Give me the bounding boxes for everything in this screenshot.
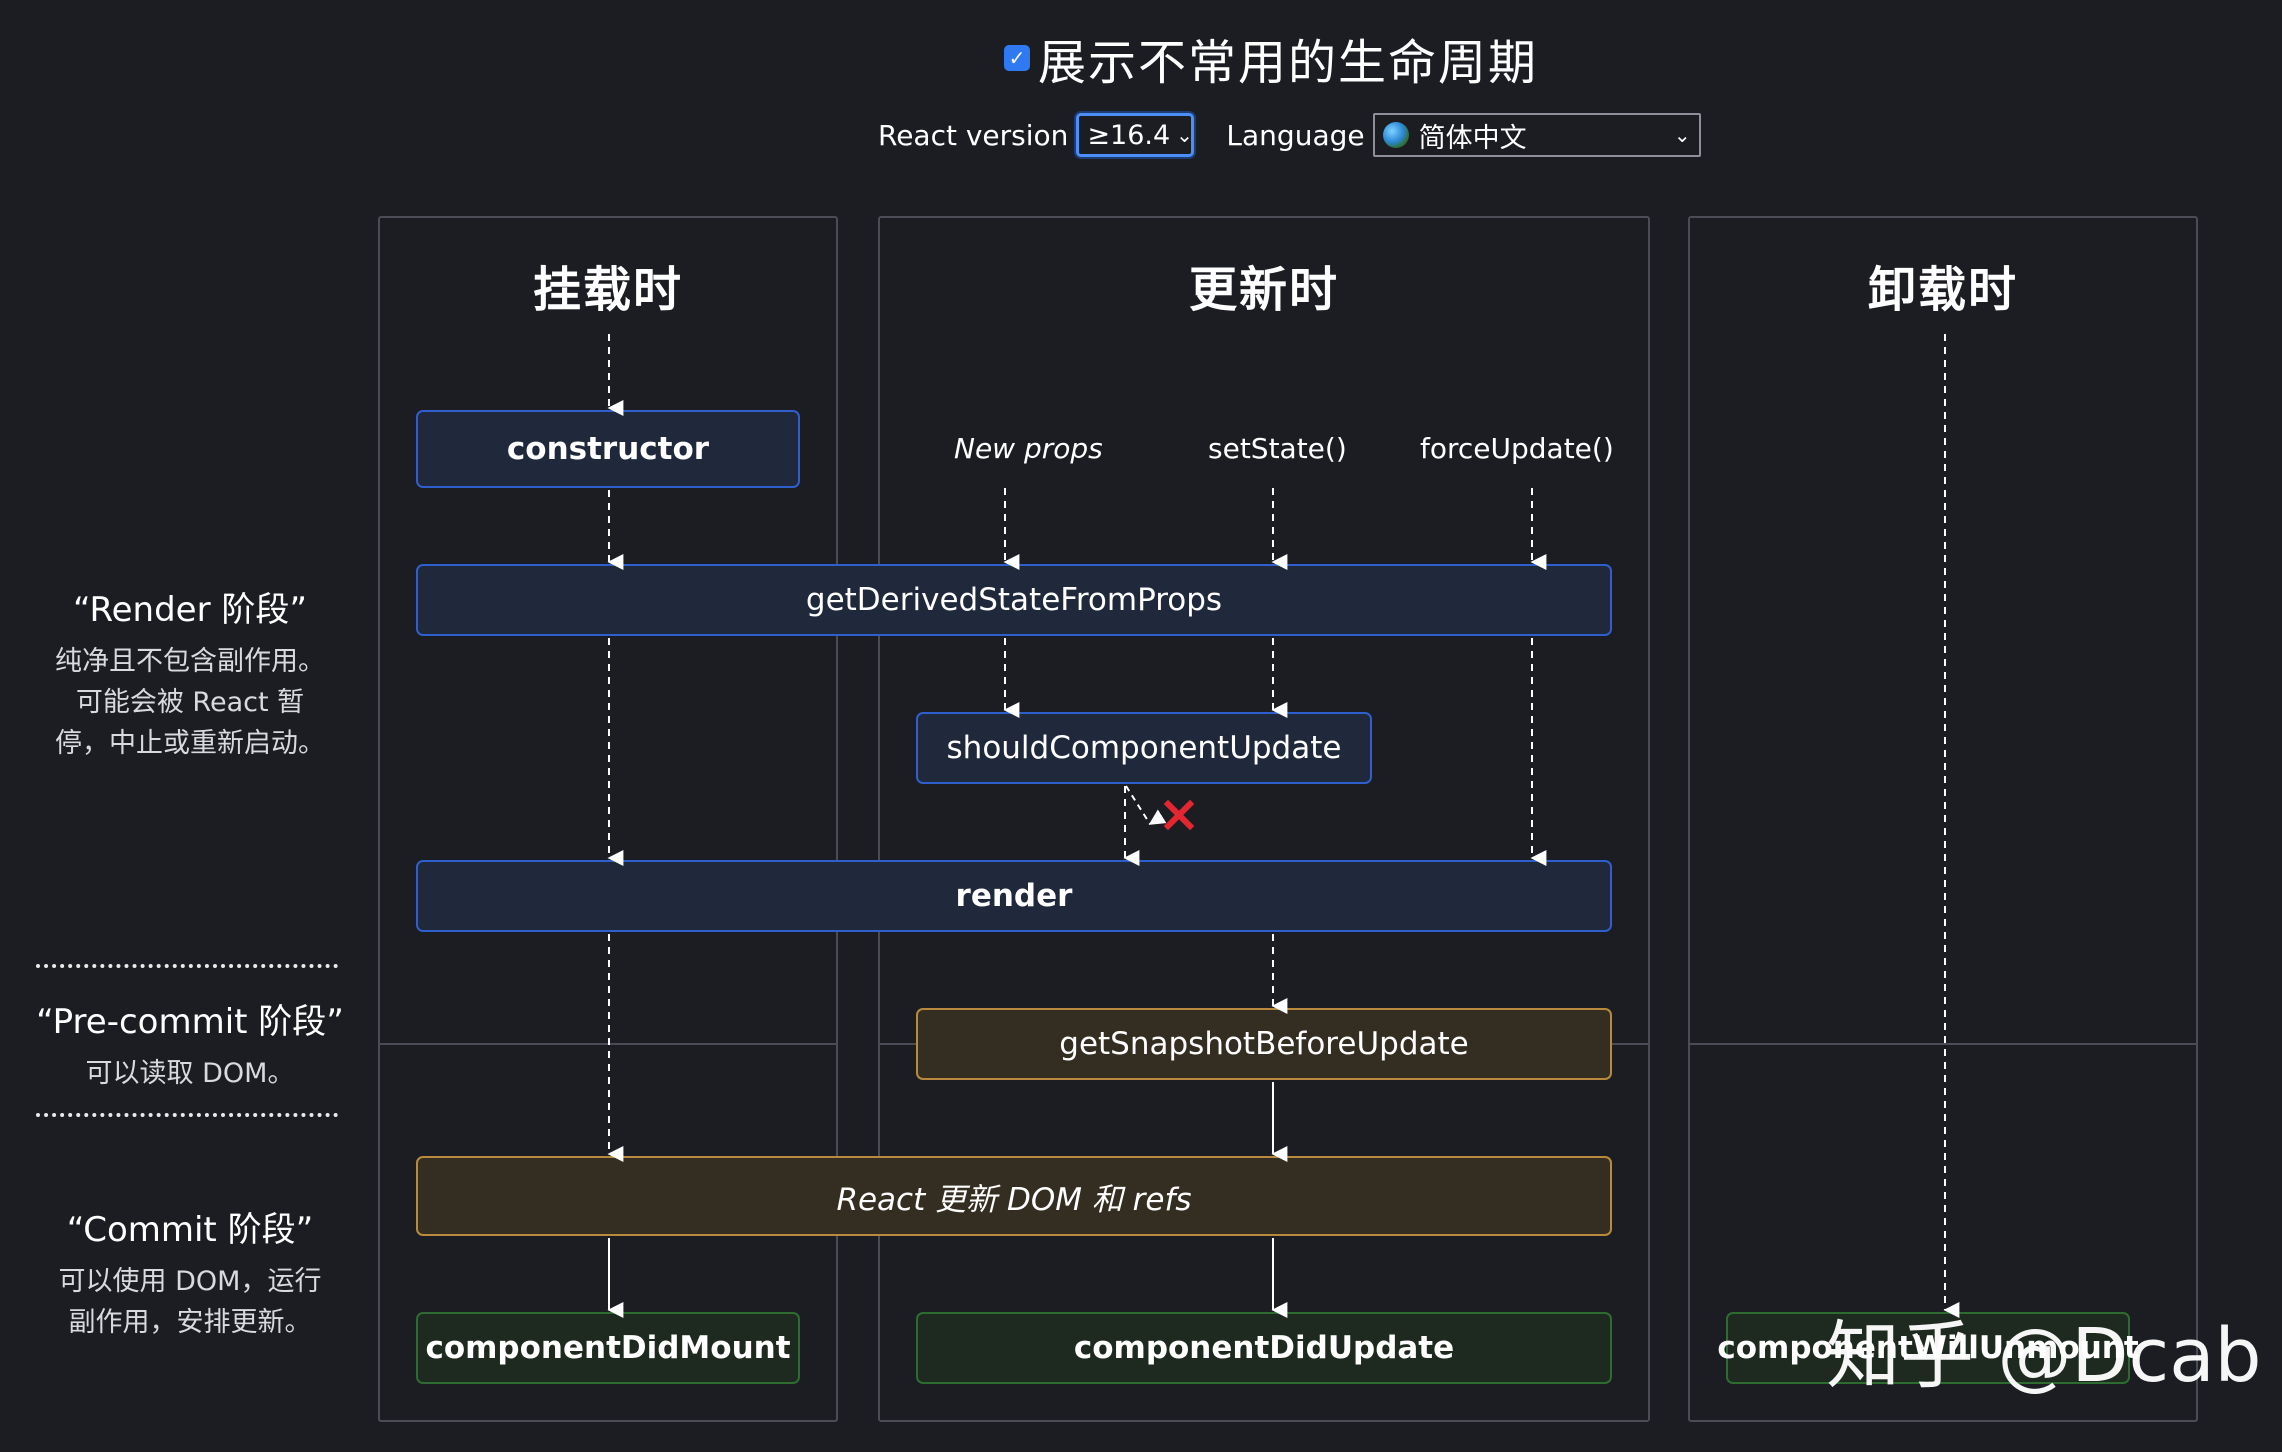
precommit-stage-label: “Pre-commit 阶段” 可以读取 DOM。 <box>20 994 360 1094</box>
commit-stage-desc-2: 副作用，安排更新。 <box>68 1307 312 1338</box>
mount-column-title: 挂载时 <box>532 262 683 318</box>
get-snapshot-box: getSnapshotBeforeUpdate <box>916 1008 1612 1080</box>
render-box: render <box>416 860 1612 932</box>
watermark: 知乎 @Dcab <box>1826 1313 2262 1399</box>
language-label: Language <box>1226 118 1365 152</box>
render-stage-desc-2: 可能会被 React 暂 <box>75 687 305 718</box>
trigger-new-props: New props <box>954 432 1103 465</box>
precommit-stage-title: “Pre-commit 阶段” <box>36 1002 344 1042</box>
render-stage-desc-1: 纯净且不包含副作用。 <box>55 646 325 677</box>
trigger-set-state: setState() <box>1208 432 1347 465</box>
update-column: 更新时 <box>878 216 1650 1422</box>
render-stage-label: “Render 阶段” 纯净且不包含副作用。 可能会被 React 暂 停，中止… <box>20 582 360 764</box>
language-select[interactable]: 简体中文 ⌄ <box>1372 113 1701 157</box>
phase-divider <box>1610 1043 1648 1045</box>
version-label: React version <box>878 118 1069 152</box>
globe-icon <box>1382 122 1409 148</box>
phase-divider <box>380 1043 836 1045</box>
commit-stage-title: “Commit 阶段” <box>66 1210 314 1250</box>
component-did-mount-box: componentDidMount <box>416 1312 800 1384</box>
unmount-column-title: 卸载时 <box>1867 262 2018 318</box>
chevron-down-icon: ⌄ <box>1673 123 1691 147</box>
settings-bar: React version ≥16.4 ⌄ Language 简体中文 ⌄ <box>878 112 1701 158</box>
render-stage-desc-3: 停，中止或重新启动。 <box>55 728 325 759</box>
constructor-box: constructor <box>416 410 800 488</box>
commit-stage-desc-1: 可以使用 DOM，运行 <box>58 1266 322 1297</box>
show-uncommon-toggle[interactable]: ✓ 展示不常用的生命周期 <box>1004 28 1538 91</box>
version-select[interactable]: ≥16.4 ⌄ <box>1076 113 1195 157</box>
render-stage-title: “Render 阶段” <box>72 590 308 630</box>
checkbox-checked-icon[interactable]: ✓ <box>1004 45 1030 71</box>
unmount-column: 卸载时 <box>1688 216 2198 1422</box>
component-will-unmount-box: componentWillUnmount <box>1717 1312 2139 1384</box>
component-did-update-box: componentDidUpdate <box>916 1312 1612 1384</box>
phase-divider <box>1690 1043 2196 1045</box>
chevron-down-icon: ⌄ <box>1176 123 1193 147</box>
version-value: ≥16.4 <box>1087 119 1171 151</box>
phase-divider <box>880 1043 920 1045</box>
update-column-title: 更新时 <box>1188 262 1339 318</box>
show-uncommon-label[interactable]: 展示不常用的生命周期 <box>1038 35 1539 91</box>
mount-column: 挂载时 <box>378 216 838 1422</box>
language-value: 简体中文 <box>1418 122 1527 154</box>
stage-separator <box>36 1113 338 1117</box>
should-component-update-box: shouldComponentUpdate <box>916 712 1372 784</box>
stage-separator <box>36 964 338 968</box>
react-updates-dom-box: React 更新 DOM 和 refs <box>416 1156 1612 1236</box>
precommit-stage-desc: 可以读取 DOM。 <box>85 1058 295 1089</box>
commit-stage-label: “Commit 阶段” 可以使用 DOM，运行 副作用，安排更新。 <box>20 1202 360 1343</box>
trigger-force-update: forceUpdate() <box>1420 432 1614 465</box>
get-derived-state-box: getDerivedStateFromProps <box>416 564 1612 636</box>
